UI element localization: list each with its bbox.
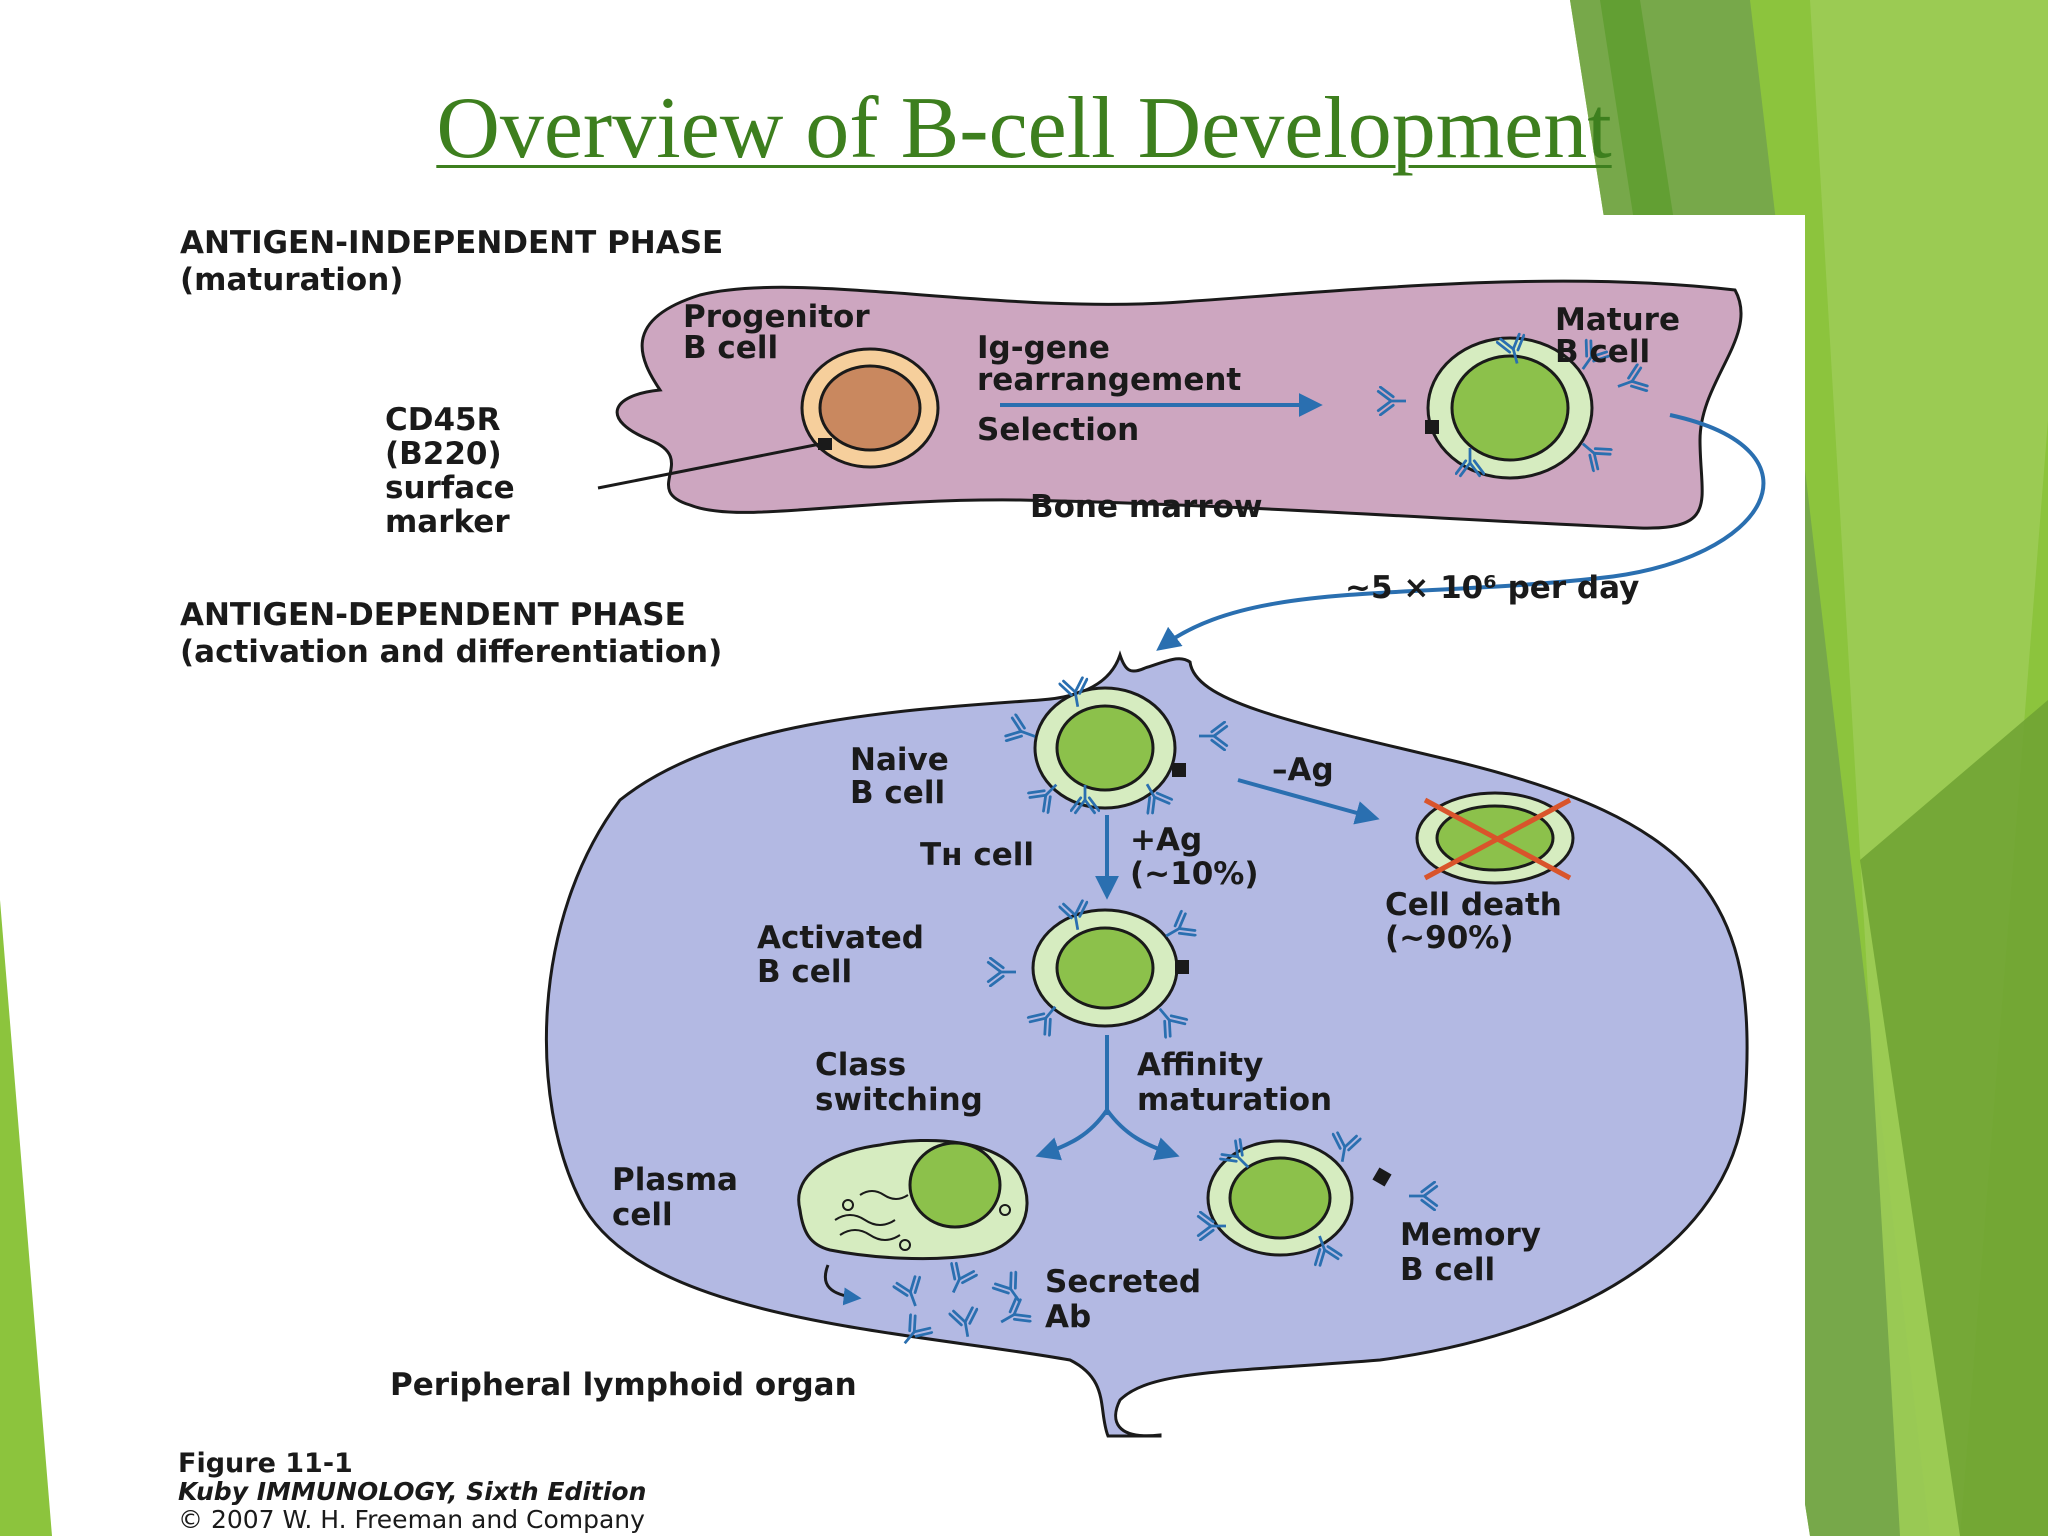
dead-b-cell	[1415, 791, 1575, 885]
figure-caption-number: Figure 11-1	[178, 1448, 353, 1479]
migration-arrow	[1156, 413, 1766, 651]
death-label-line1: Cell death	[1385, 887, 1562, 923]
plasma-label-line2: cell	[612, 1197, 673, 1233]
secretion-arrow	[823, 1264, 862, 1306]
plasma-cell	[797, 1138, 1029, 1261]
mature-label-line2: B cell	[1555, 334, 1650, 370]
rate-label: ~5 × 10⁶ per day	[1345, 570, 1639, 606]
marker-label-line3: surface	[385, 470, 515, 506]
ig-label-line2: rearrangement	[977, 362, 1241, 398]
affinity-maturation-line1: Affinity	[1137, 1047, 1263, 1083]
naive-b-cell	[1002, 675, 1229, 817]
phase1-title: ANTIGEN-INDEPENDENT PHASE	[180, 225, 723, 261]
peripheral-organ-label: Peripheral lymphoid organ	[390, 1367, 857, 1403]
bone-marrow-label: Bone marrow	[1030, 489, 1263, 525]
slide-title: Overview of B-cell Development	[436, 80, 1612, 177]
secreted-label-line2: Ab	[1045, 1299, 1091, 1335]
secreted-label-line1: Secreted	[1045, 1264, 1201, 1300]
theme-decoration-left	[0, 900, 52, 1536]
plus-ag-label-line1: +Ag	[1130, 822, 1202, 858]
th-cell-label: Tʜ cell	[920, 837, 1034, 873]
figure-caption-copyright: © 2007 W. H. Freeman and Company	[178, 1505, 645, 1534]
activated-b-cell	[986, 898, 1199, 1041]
marker-pointer-line	[597, 442, 821, 490]
plasma-label-line1: Plasma	[612, 1162, 738, 1198]
mature-label-line1: Mature	[1555, 302, 1680, 338]
progenitor-b-cell	[800, 347, 940, 469]
activated-label-line1: Activated	[757, 920, 924, 956]
memory-label-line1: Memory	[1400, 1217, 1541, 1253]
ig-label-line1: Ig-gene	[977, 330, 1110, 366]
memory-b-cell	[1196, 1130, 1439, 1269]
phase2-subtitle: (activation and differentiation)	[180, 634, 722, 670]
figure-caption-source: Kuby IMMUNOLOGY, Sixth Edition	[178, 1477, 646, 1506]
cross-mark-icon	[1423, 797, 1572, 881]
affinity-maturation-line2: maturation	[1137, 1082, 1332, 1118]
phase2-title: ANTIGEN-DEPENDENT PHASE	[180, 597, 686, 633]
mature-b-cell	[1376, 331, 1651, 480]
minus-ag-label: –Ag	[1272, 752, 1334, 788]
marker-label-line2: (B220)	[385, 436, 502, 472]
class-switching-line1: Class	[815, 1047, 906, 1083]
naive-label-line2: B cell	[850, 775, 945, 811]
differentiation-split-arrow	[1035, 1035, 1180, 1161]
memory-label-line2: B cell	[1400, 1252, 1495, 1288]
marker-label-line4: marker	[385, 504, 510, 540]
death-label-line2: (~90%)	[1385, 920, 1514, 956]
class-switching-line2: switching	[815, 1082, 983, 1118]
marker-label-line1: CD45R	[385, 402, 501, 438]
phase1-subtitle: (maturation)	[180, 262, 403, 298]
activated-label-line2: B cell	[757, 954, 852, 990]
selection-label: Selection	[977, 412, 1139, 448]
plus-ag-label-line2: (~10%)	[1130, 856, 1259, 892]
progenitor-label-line2: B cell	[683, 330, 778, 366]
progenitor-label-line1: Progenitor	[683, 299, 870, 335]
naive-label-line1: Naive	[850, 742, 949, 778]
minus-ag-arrow	[1237, 778, 1380, 825]
